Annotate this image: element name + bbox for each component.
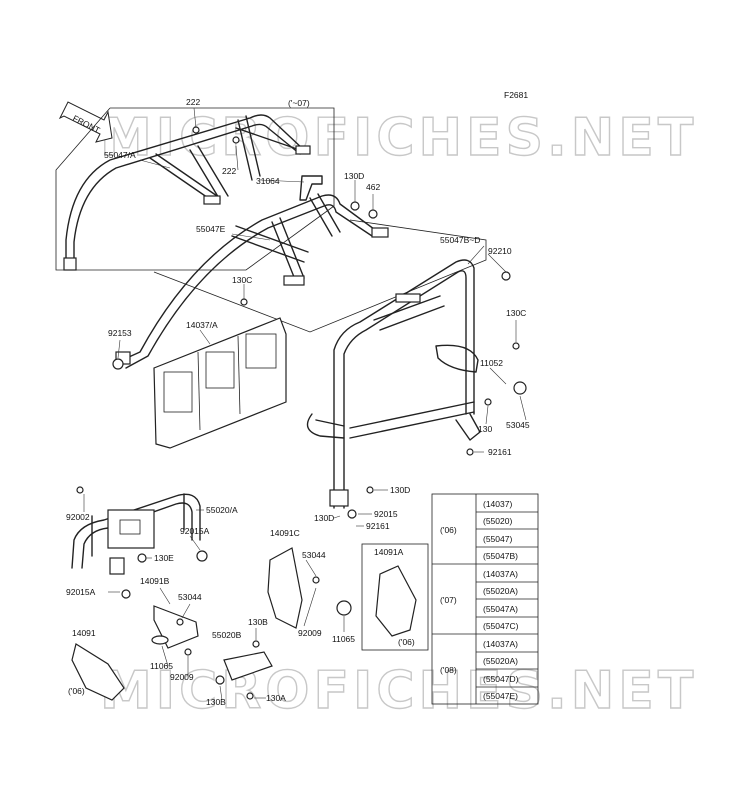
- table-cell: (55020A): [483, 586, 518, 596]
- part-label: 55047/A: [104, 150, 136, 160]
- part-label: 14091: [72, 628, 96, 638]
- table-cell: (55047A): [483, 604, 518, 614]
- table-year: ('07): [440, 595, 457, 605]
- part-label: 55047E: [196, 224, 226, 234]
- part-label: 14091C: [270, 528, 300, 538]
- front-bumper: [71, 493, 201, 575]
- net-panel: [153, 317, 287, 449]
- part-label: 130B: [206, 697, 226, 707]
- year-parts-table: ('06) (14037) (55020) (55047) (55047B) (…: [431, 493, 539, 705]
- watermark-bottom: MICROFICHES.NET: [100, 661, 697, 721]
- part-label: 130D: [344, 171, 364, 181]
- table-cell: (14037): [483, 499, 512, 509]
- part-label: 92153: [108, 328, 132, 338]
- part-label: 130A: [266, 693, 286, 703]
- figure-code: F2681: [504, 90, 528, 100]
- part-label: 14091A: [374, 547, 404, 557]
- part-label: 92015: [374, 509, 398, 519]
- part-label: 130E: [154, 553, 174, 563]
- plate-55020b: [223, 651, 273, 681]
- inset-rollbar: [63, 114, 311, 271]
- part-label: 92210: [488, 246, 512, 256]
- part-label: ('06): [398, 637, 415, 647]
- part-label: 53045: [506, 420, 530, 430]
- part-label: 55047B~D: [440, 235, 480, 245]
- part-label: 92002: [66, 512, 90, 522]
- table-cell: (14037A): [483, 639, 518, 649]
- part-label: 11065: [332, 634, 355, 644]
- part-label: ('06): [68, 686, 85, 696]
- part-labels: 222 55047/A 222 31064 130D 462 55047E 55…: [66, 97, 530, 707]
- inset-box-14091a: [361, 543, 429, 651]
- guard-14091c: [267, 547, 303, 629]
- part-label: 14037/A: [186, 320, 218, 330]
- part-label: 130: [478, 424, 492, 434]
- skid-plate-14091: [71, 643, 125, 701]
- part-label: 92015A: [180, 526, 210, 536]
- part-label: 92009: [170, 672, 194, 682]
- part-label: 55020B: [212, 630, 242, 640]
- part-label: 11065: [150, 661, 173, 671]
- bracket-31064: [299, 175, 323, 201]
- table-cell: (55047): [483, 534, 512, 544]
- leader-lines: [83, 107, 527, 701]
- part-label: 92015A: [66, 587, 96, 597]
- part-label: 53044: [178, 592, 202, 602]
- part-label: 130D: [314, 513, 334, 523]
- part-label: 11052: [480, 358, 503, 368]
- table-cell: (55047B): [483, 551, 518, 561]
- part-label: 130D: [390, 485, 410, 495]
- part-label: 14091B: [140, 576, 170, 586]
- watermark-top: MICROFICHES.NET: [100, 108, 697, 168]
- part-label: 55020/A: [206, 505, 238, 515]
- inset-label: ('~07): [288, 98, 310, 108]
- part-label: 31064: [256, 176, 280, 186]
- fasteners: [76, 126, 527, 700]
- table-cell: (55047E): [483, 691, 518, 701]
- part-label: 92161: [488, 447, 512, 457]
- part-label: 222: [222, 166, 236, 176]
- table-cell: (14037A): [483, 569, 518, 579]
- part-label: 92009: [298, 628, 322, 638]
- part-label: 130B: [248, 617, 268, 627]
- inset-box: ('~07): [55, 98, 335, 271]
- part-label: 130C: [506, 308, 526, 318]
- table-cell: (55047D): [483, 674, 519, 684]
- table-cell: (55047C): [483, 621, 519, 631]
- part-label: 222: [186, 97, 200, 107]
- part-label: 462: [366, 182, 380, 192]
- table-cell: (55020A): [483, 656, 518, 666]
- part-label: 92161: [366, 521, 390, 531]
- main-rollbar: [115, 193, 389, 369]
- rear-frame: [306, 259, 481, 509]
- part-label: 130C: [232, 275, 252, 285]
- part-label: 53044: [302, 550, 326, 560]
- table-cell: (55020): [483, 516, 512, 526]
- table-year: ('06): [440, 525, 457, 535]
- table-year: ('08): [440, 665, 457, 675]
